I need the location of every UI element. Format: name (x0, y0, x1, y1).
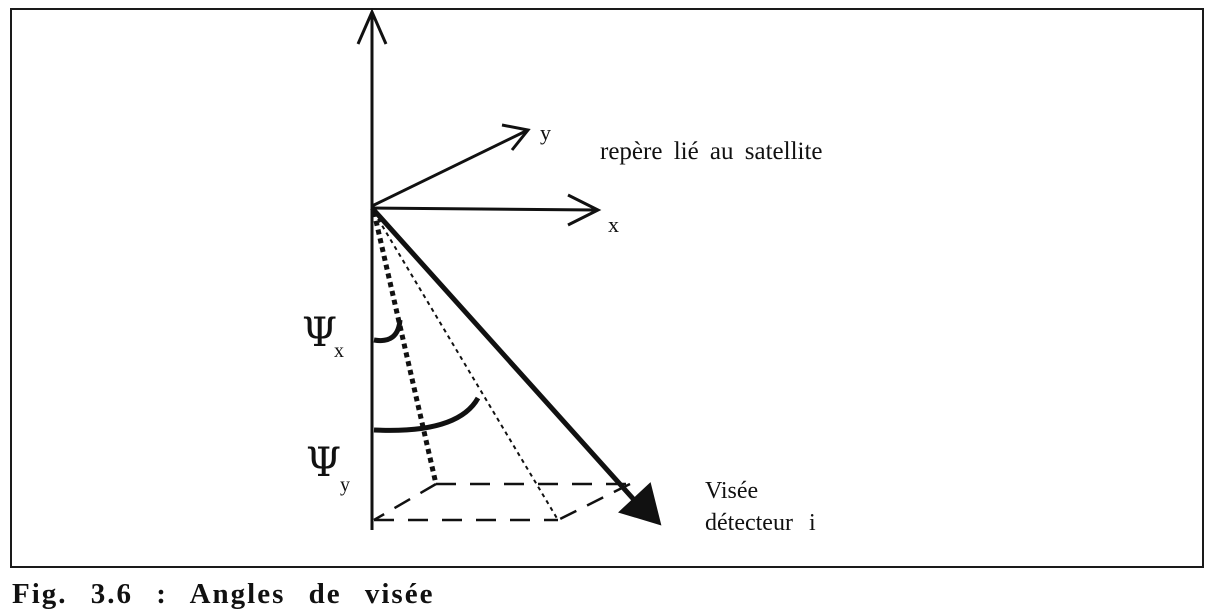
sight-vector-arrowhead (618, 482, 662, 526)
psi-y-projection-line (373, 211, 559, 521)
ground-dashed-left (373, 482, 437, 522)
psi-y-subscript: y (340, 474, 350, 496)
x-axis-label: x (608, 212, 619, 237)
psi-x-subscript: x (334, 340, 344, 362)
figure-caption: Fig. 3.6 : Angles de visée (12, 578, 435, 610)
psi-x-angle-arc (373, 319, 403, 344)
psi-y-symbol: Ψ (306, 440, 342, 486)
y-axis (371, 128, 529, 208)
y-axis-arrowhead (501, 123, 531, 151)
ground-dashed-right (557, 482, 631, 522)
vertical-axis-arrowhead (356, 8, 388, 45)
psi-y-angle-arc (373, 396, 481, 433)
x-axis-arrowhead (567, 193, 602, 227)
sight-label-line1: Visée (705, 478, 759, 504)
psi-x-projection-line (371, 211, 439, 485)
figure-frame (10, 8, 1204, 568)
y-axis-label: y (540, 120, 551, 145)
psi-x-symbol: Ψ (302, 310, 338, 356)
sight-vector (370, 206, 638, 504)
satellite-frame-label: repère lié au satellite (600, 138, 823, 165)
x-axis (371, 206, 597, 212)
sight-label-line2: détecteur i (705, 510, 816, 536)
